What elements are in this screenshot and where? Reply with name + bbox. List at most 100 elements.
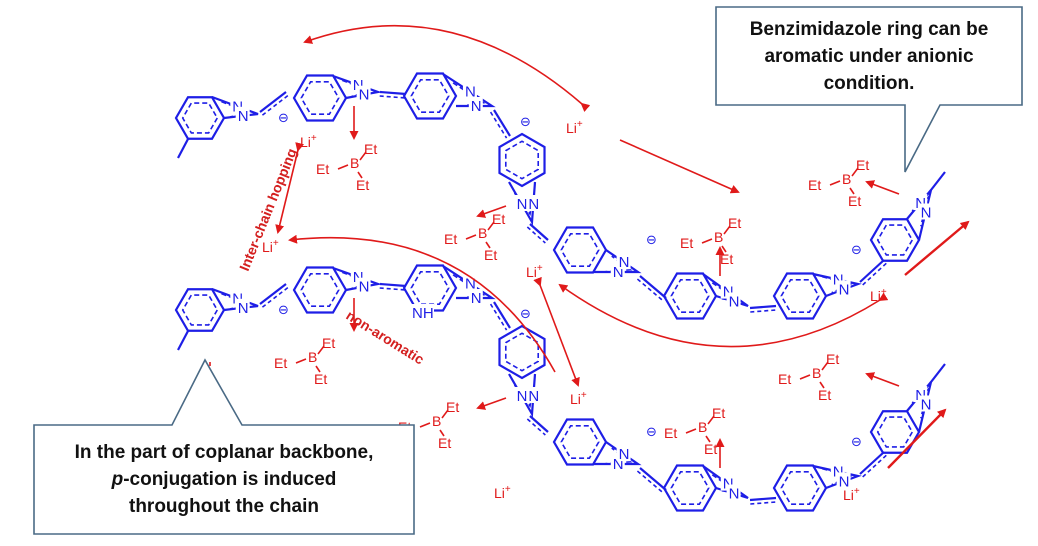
methyl-group xyxy=(177,330,189,351)
aromatic-dash xyxy=(780,470,820,506)
anion-charge: ⊖ xyxy=(520,115,531,130)
callout-bottom: In the part of coplanar backbone, p-conj… xyxy=(33,358,415,535)
nitrogen-atom: N xyxy=(517,196,528,213)
nitrogen-atom: N xyxy=(921,205,932,222)
nitrogen-atom: N xyxy=(839,473,850,490)
chain-bond-dash xyxy=(261,286,289,308)
chain-bond xyxy=(529,415,549,433)
lithium-ion: Li+ xyxy=(870,287,887,304)
callout-bottom-line-2: p-conjugation is induced xyxy=(111,469,337,490)
aromatic-dash xyxy=(876,224,914,256)
aromatic-dash xyxy=(670,470,710,506)
n-b-coordination xyxy=(865,180,900,195)
anion-charge: ⊖ xyxy=(278,303,289,318)
curved-arrow-top xyxy=(303,24,591,112)
ethyl-group: Et xyxy=(664,425,677,441)
hopping-arrows xyxy=(209,24,970,469)
ethyl-group: Et xyxy=(446,399,459,415)
benzene-ring xyxy=(869,410,921,454)
ethyl-group: Et xyxy=(778,371,791,387)
anion-charge: ⊖ xyxy=(646,233,657,248)
methyl-group xyxy=(930,363,946,383)
anion-charge: ⊖ xyxy=(851,243,862,258)
chain-bond xyxy=(859,451,885,475)
lithium-ion: Li+ xyxy=(262,238,279,255)
aromatic-dash xyxy=(560,232,600,268)
chain-bond-dash xyxy=(750,309,777,313)
ethyl-group: Et xyxy=(856,157,869,173)
ethyl-group: Et xyxy=(316,161,329,177)
benzene-ring xyxy=(869,218,921,262)
ethyl-group: Et xyxy=(484,247,497,263)
aromatic-dash xyxy=(300,272,340,308)
boron-atom: B xyxy=(714,229,723,245)
lithium-ion: Li+ xyxy=(843,486,860,503)
curved-arrow-lower xyxy=(558,283,889,348)
boron-atom: B xyxy=(812,365,821,381)
chain-bond-dash xyxy=(379,287,406,291)
ethyl-group: Et xyxy=(720,251,733,267)
ethyl-group: Et xyxy=(680,235,693,251)
n-b-coordination xyxy=(865,372,900,387)
benzene-ring xyxy=(772,464,828,512)
benzene-ring xyxy=(402,264,458,312)
n-b-coordination xyxy=(476,205,507,218)
aromatic-dash xyxy=(181,294,219,326)
arrow-chain-end-upper xyxy=(904,220,970,276)
ethyl-group: Et xyxy=(444,231,457,247)
chain-bond xyxy=(379,282,407,288)
interchain-arrow xyxy=(275,142,305,234)
aromatic-dash xyxy=(181,102,219,134)
callout-top-line-1: Benzimidazole ring can be xyxy=(750,19,989,40)
ethyl-group: Et xyxy=(364,141,377,157)
ethyl-group: Et xyxy=(728,215,741,231)
nitrogen-atom: N xyxy=(833,464,844,481)
ethyl-group: Et xyxy=(818,387,831,403)
chain-bond xyxy=(259,283,287,305)
methyl-group xyxy=(177,138,189,159)
boron-atom: B xyxy=(842,171,851,187)
lithium-ion: Li+ xyxy=(570,390,587,407)
curved-arrow-mid xyxy=(288,234,556,373)
chain-bond xyxy=(639,467,667,491)
aromatic-dash xyxy=(300,80,340,116)
nitrogen-atom: N xyxy=(723,476,734,493)
chain-bond xyxy=(259,91,287,113)
lithium-ion: Li+ xyxy=(300,133,317,150)
ethyl-group: Et xyxy=(848,193,861,209)
anion-charge: ⊖ xyxy=(851,435,862,450)
lithium-ion: Li+ xyxy=(566,119,583,136)
nitrogen-atom: N xyxy=(359,279,370,296)
nitrogen-atom: N xyxy=(238,300,249,317)
callout-top-line-2: aromatic under anionic xyxy=(764,46,973,67)
ethyl-group: Et xyxy=(712,405,725,421)
ethyl-group: Et xyxy=(826,351,839,367)
anion-charge: ⊖ xyxy=(646,425,657,440)
ethyl-group: Et xyxy=(322,335,335,351)
ethyl-group: Et xyxy=(492,211,505,227)
chain-bond xyxy=(493,301,511,329)
chain-bond-dash xyxy=(261,94,289,116)
arrow-chain-end-lower xyxy=(887,408,947,469)
ethyl-group: Et xyxy=(356,177,369,193)
chain-bond-dash xyxy=(862,454,888,478)
nitrogen-atom: N xyxy=(528,388,539,405)
callout-bottom-line-1: In the part of coplanar backbone, xyxy=(75,442,374,463)
nitrogen-atom: N xyxy=(921,397,932,414)
nitrogen-atom: N xyxy=(613,456,624,473)
chain-bond-dash xyxy=(379,95,406,99)
chain-bond xyxy=(859,259,885,283)
interchain-arrow-2 xyxy=(533,276,580,387)
benzene-ring xyxy=(498,132,546,188)
boron-atom: B xyxy=(478,225,487,241)
nitrogen-atom: N xyxy=(471,290,482,307)
chain-bond-dash xyxy=(489,303,508,331)
n-b-coordination xyxy=(476,397,507,410)
